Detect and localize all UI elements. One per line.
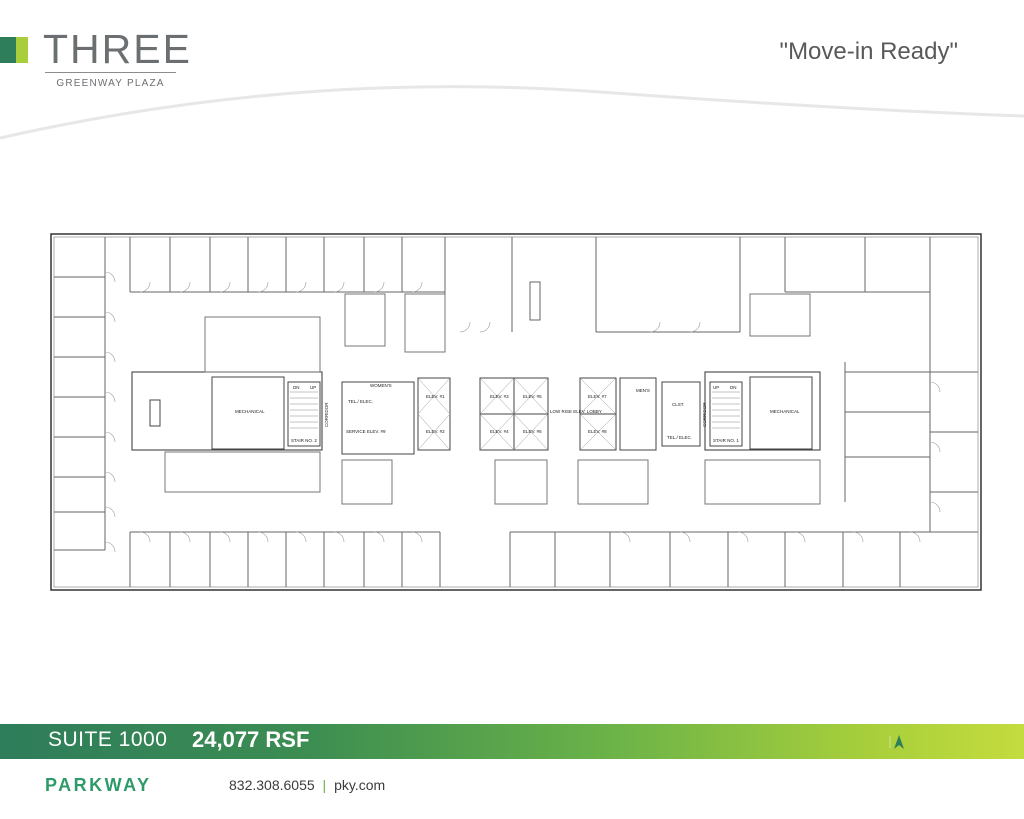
contact-separator: |: [322, 777, 327, 793]
top-offices: [129, 237, 930, 333]
phone-number: 832.308.6055: [229, 777, 315, 793]
logo-subtitle: GREENWAY PLAZA: [56, 78, 165, 89]
logo-divider: [45, 72, 176, 73]
label-tel-elec-right: TEL./ ELEC.: [667, 435, 692, 440]
inner-partitions: [164, 293, 821, 505]
company-name: PARKWAY: [45, 775, 152, 795]
bottom-offices: [129, 531, 978, 587]
label-mens: MEN'S: [636, 388, 650, 393]
label-stair-2: STAIR NO. 2: [291, 438, 317, 443]
label-up-left: UP: [310, 385, 316, 390]
right-offices: [844, 237, 978, 532]
header-curve: [0, 85, 1024, 140]
label-womens: WOMEN'S: [370, 383, 392, 388]
label-elev-7: ELEV. #7: [588, 394, 607, 399]
label-mechanical-left: MECHANICAL: [235, 409, 265, 414]
footer-bar: SUITE 1000 24,077 RSF: [0, 724, 1024, 759]
tagline: "Move-in Ready": [779, 38, 958, 65]
floor-plan: MECHANICAL MECHANICAL STAIR NO. 2 STAIR …: [50, 233, 982, 591]
website-link[interactable]: pky.com: [334, 777, 386, 793]
label-elev-8: ELEV. #8: [588, 429, 607, 434]
suite-label: SUITE 1000: [48, 728, 168, 751]
label-service-elev: SERVICE ELEV. #9: [346, 429, 386, 434]
rsf-label: 24,077 RSF: [192, 727, 310, 752]
label-dn-right: DN: [730, 385, 737, 390]
left-offices: [54, 237, 106, 551]
label-dn-left: DN: [293, 385, 300, 390]
door-swings: [104, 271, 941, 553]
label-tel-elec-left: TEL./ ELEC.: [348, 399, 373, 404]
outer-wall: [50, 233, 982, 591]
label-elev-6: ELEV. #6: [523, 429, 542, 434]
label-corridor-left: CORRIDOR: [324, 402, 329, 427]
logo-title: THREE: [43, 26, 192, 72]
label-corridor-right: CORRIDOR: [702, 402, 707, 427]
label-clst: CLST.: [672, 402, 684, 407]
label-elev-3: ELEV. #3: [490, 394, 509, 399]
brand-color-mark: [0, 37, 28, 63]
label-mechanical-right: MECHANICAL: [770, 409, 800, 414]
label-stair-1: STAIR NO. 1: [713, 438, 739, 443]
label-elev-4: ELEV. #4: [490, 429, 509, 434]
label-lowrise-lobby: LOW RISE ELEV. LOBBY: [550, 409, 602, 414]
label-up-right: UP: [713, 385, 719, 390]
contact-info: 832.308.6055 | pky.com: [229, 777, 385, 793]
label-elev-5: ELEV. #5: [523, 394, 542, 399]
north-arrow-icon: [889, 735, 904, 749]
label-elev-1: ELEV. #1: [426, 394, 445, 399]
label-elev-2: ELEV. #2: [426, 429, 445, 434]
